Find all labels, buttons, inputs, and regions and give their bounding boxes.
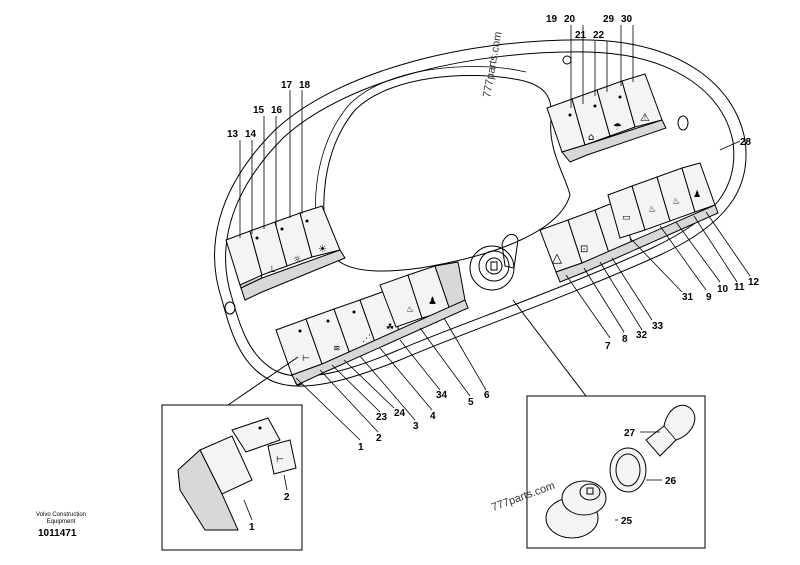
watermark-top: 777parts.com	[481, 31, 504, 99]
callout-28: 28	[740, 137, 752, 148]
fan-icon: ☘	[386, 323, 394, 333]
callout-13: 13	[227, 129, 239, 140]
display-window	[315, 66, 571, 272]
seat-icon: ⊥	[268, 265, 276, 275]
mirror-icon: ⋰	[362, 334, 371, 344]
callout-31: 31	[682, 292, 694, 303]
callout-24: 24	[394, 408, 406, 419]
callout-4: 4	[430, 411, 436, 422]
leader-lines	[227, 25, 751, 441]
switch-detail-inset: ⊢	[161, 404, 303, 551]
callout-27: 27	[624, 428, 636, 439]
seat-belt-icon: ⊢	[302, 354, 310, 364]
drawing-number: 1011471	[38, 528, 77, 539]
callout-11: 11	[734, 282, 745, 293]
light-icon: ☼	[293, 255, 301, 265]
callout-15: 15	[253, 105, 265, 116]
callout-7: 7	[605, 341, 611, 352]
callout-22: 22	[593, 30, 605, 41]
seat-heat-icon: ♨	[648, 205, 656, 215]
callout-1: 1	[358, 442, 364, 453]
worklight-icon: ☀	[318, 244, 327, 255]
callout-32: 32	[636, 330, 648, 341]
seat-adjust-icon: ♟	[693, 190, 701, 200]
lower-left-switch-cluster: ⊢ ≋ ⋰ ☘ ♨ ♟	[275, 261, 469, 386]
defrost-icon: ≋	[333, 344, 341, 354]
callout-14: 14	[245, 129, 257, 140]
callout-3: 3	[413, 421, 419, 432]
callout-29: 29	[603, 14, 615, 25]
callout-25: 25	[621, 516, 633, 527]
callout-inset-1: 1	[249, 522, 255, 533]
callout-17: 17	[281, 80, 293, 91]
callout-20: 20	[564, 14, 576, 25]
warning-triangle-icon: ⚠	[640, 111, 650, 124]
wiper-icon: ⌂	[588, 132, 594, 143]
callout-30: 30	[621, 14, 633, 25]
manufacturer-line-2: Equipment	[46, 519, 76, 525]
callout-2: 2	[376, 433, 382, 444]
watermark-inset: 777parts.com	[490, 480, 557, 514]
callout-5: 5	[468, 397, 474, 408]
callout-26: 26	[665, 476, 677, 487]
callout-12: 12	[748, 277, 760, 288]
mirror-heat-icon: ♨	[672, 197, 680, 207]
callout-33: 33	[652, 321, 664, 332]
callout-23: 23	[376, 412, 388, 423]
callout-10: 10	[717, 284, 729, 295]
callout-16: 16	[271, 105, 283, 116]
seat-heat-left-icon: ♟	[428, 296, 437, 307]
callout-34: 34	[436, 390, 448, 401]
lower-right-switch-cluster: △ ⊡ ▭ ♨ ♨ ♟	[539, 162, 719, 283]
ignition-detail-inset	[526, 395, 706, 549]
square-icon: ▭	[622, 213, 631, 223]
callout-19: 19	[546, 14, 558, 25]
callout-21: 21	[575, 30, 587, 41]
manufacturer-line-1: Volvo Construction	[35, 512, 87, 518]
heater-icon: ♨	[406, 305, 414, 315]
callout-numbers: 13 14 15 16 17 18 19 20 21 22 29 30 28 7…	[227, 14, 760, 533]
hazard-icon: △	[552, 251, 562, 266]
callout-9: 9	[706, 292, 712, 303]
manufacturer-credit: Volvo Construction Equipment	[30, 512, 92, 526]
seat-belt-detail-icon: ⊢	[276, 455, 284, 465]
callout-8: 8	[622, 334, 628, 345]
left-upper-switch-cluster: ⊥ ☼ ☀	[225, 205, 346, 301]
box-icon: ⊡	[580, 244, 588, 255]
washer-icon: ☂	[613, 122, 622, 133]
callout-inset-2: 2	[284, 492, 290, 503]
callout-18: 18	[299, 80, 311, 91]
upper-right-switch-cluster: ⌂ ☂ ⚠	[546, 73, 667, 163]
callout-6: 6	[484, 390, 490, 401]
ignition-lock	[469, 234, 519, 291]
